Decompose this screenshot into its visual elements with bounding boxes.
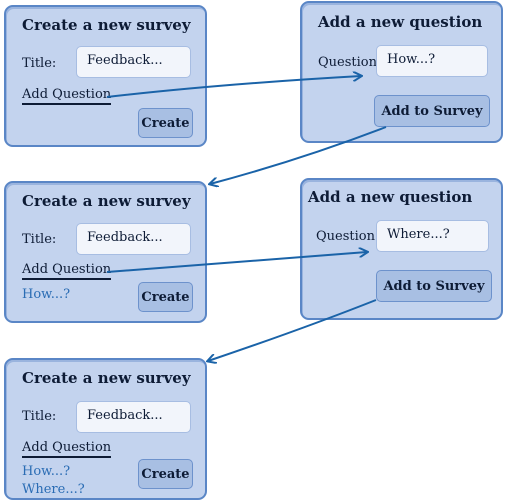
survey-panel-2: Create a new survey Title: Feedback... A… <box>4 181 207 323</box>
question-label: Question: <box>318 55 382 70</box>
arrow-add-question-2 <box>106 252 367 273</box>
survey-panel-1: Create a new survey Title: Feedback... A… <box>4 5 207 147</box>
survey-panel-title: Create a new survey <box>22 192 191 210</box>
question-input[interactable]: How...? <box>376 45 488 77</box>
title-label: Title: <box>22 56 57 71</box>
add-to-survey-button[interactable]: Add to Survey <box>374 95 490 127</box>
survey-question-item: How...? <box>22 287 71 302</box>
title-label: Title: <box>22 232 57 247</box>
question-panel-title: Add a new question <box>308 188 473 206</box>
arrow-add-question-1 <box>106 76 361 98</box>
survey-question-item: How...? <box>22 464 71 479</box>
arrow-add-to-survey-2 <box>208 299 377 361</box>
add-question-link[interactable]: Add Question <box>22 87 112 105</box>
add-question-link[interactable]: Add Question <box>22 262 112 280</box>
question-panel-2: Add a new question Question: Where...? A… <box>300 178 503 320</box>
survey-panel-3: Create a new survey Title: Feedback... A… <box>4 358 207 500</box>
add-question-link[interactable]: Add Question <box>22 440 112 458</box>
title-input[interactable]: Feedback... <box>76 223 191 255</box>
question-input[interactable]: Where...? <box>376 220 489 252</box>
survey-question-item: Where...? <box>22 482 85 497</box>
question-panel-1: Add a new question Question: How...? Add… <box>300 1 503 143</box>
arrow-add-to-survey-1 <box>210 126 387 184</box>
create-button[interactable]: Create <box>138 459 193 489</box>
create-button[interactable]: Create <box>138 282 193 312</box>
question-panel-title: Add a new question <box>318 13 483 31</box>
title-label: Title: <box>22 409 57 424</box>
add-to-survey-button[interactable]: Add to Survey <box>376 270 492 302</box>
title-input[interactable]: Feedback... <box>76 46 191 78</box>
title-input[interactable]: Feedback... <box>76 401 191 433</box>
survey-panel-title: Create a new survey <box>22 16 191 34</box>
create-button[interactable]: Create <box>138 108 193 138</box>
question-label: Question: <box>316 229 380 244</box>
survey-panel-title: Create a new survey <box>22 369 191 387</box>
